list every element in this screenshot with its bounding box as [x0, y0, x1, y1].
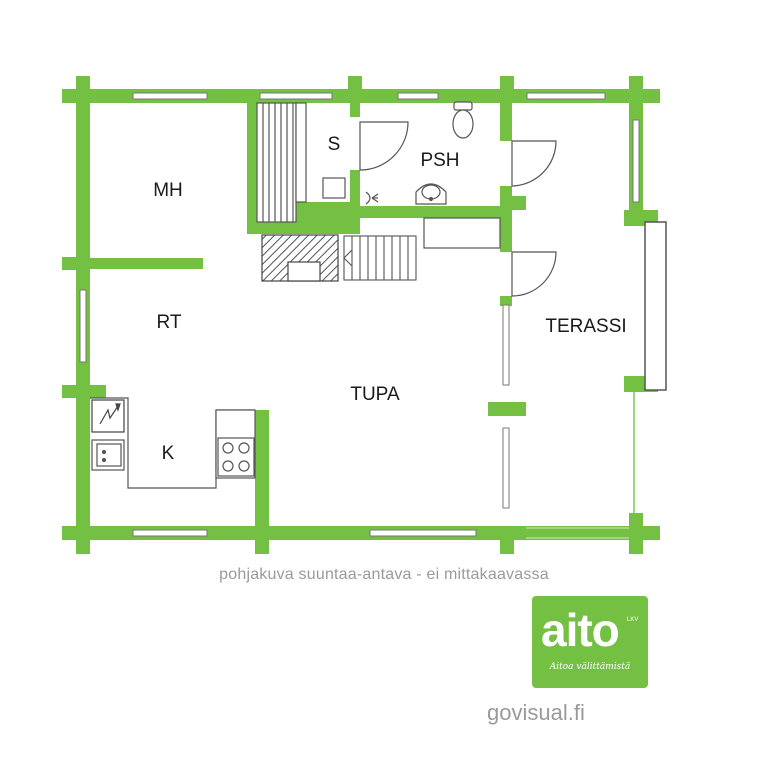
room-label-k: K	[162, 443, 175, 464]
bench-cabinet	[423, 217, 501, 249]
electrical-panel-icon	[91, 399, 125, 433]
room-label-tupa: TUPA	[350, 384, 400, 405]
website-text: govisual.fi	[487, 700, 585, 725]
logo-sup: LKV	[627, 617, 639, 623]
disclaimer-note: pohjakuva suuntaa-antava - ei mittakaava…	[219, 566, 549, 583]
room-label-terassi: TERASSI	[545, 316, 626, 337]
logo-slogan: Aitoa välittämistä	[549, 662, 631, 672]
room-label-rt: RT	[157, 312, 182, 333]
room-label-psh: PSH	[420, 150, 459, 171]
sauna-bench	[256, 102, 307, 223]
windows	[79, 92, 640, 537]
sink-icon	[91, 439, 125, 471]
room-label-s: S	[328, 134, 341, 155]
sauna-stove	[322, 177, 346, 199]
stairs	[343, 235, 417, 281]
doors	[359, 121, 557, 297]
stove-icon	[217, 437, 255, 477]
fireplace	[261, 234, 339, 282]
shower-icon	[365, 191, 379, 205]
logo-word: aito	[541, 604, 620, 656]
room-label-mh: MH	[153, 180, 183, 201]
washbasin-icon	[415, 183, 447, 205]
floor-plan: MH S PSH RT TUPA TERASSI K	[62, 76, 667, 554]
terrace-railing	[644, 221, 667, 391]
aito-logo: aito LKV Aitoa välittämistä	[532, 596, 648, 688]
toilet-icon	[452, 101, 474, 139]
